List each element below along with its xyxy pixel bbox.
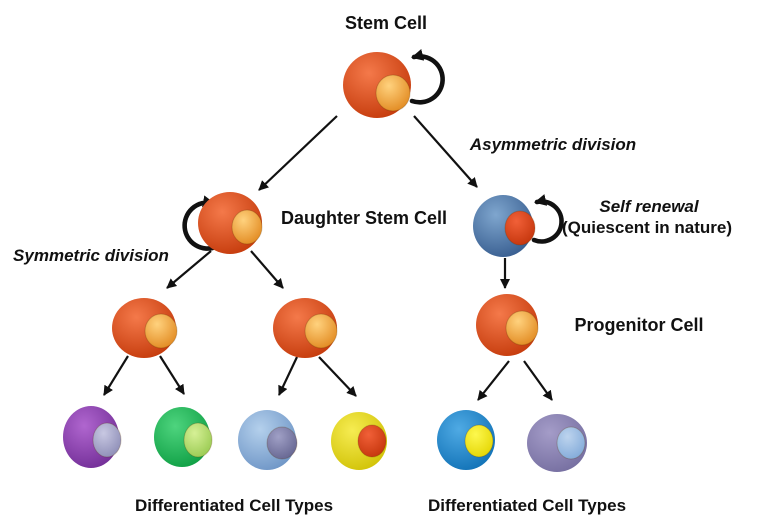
cells — [63, 52, 587, 472]
differentiated-lightblue-nucleus — [266, 426, 298, 460]
stem-cell — [343, 52, 411, 118]
arrow-right-to-yellow — [318, 356, 357, 397]
symmetric-daughter-left — [112, 298, 178, 358]
differentiated-green — [154, 407, 213, 467]
differentiated-yellow-nucleus — [357, 424, 387, 458]
progenitor-cell-nucleus — [505, 310, 539, 346]
arrow-daughter-to-right — [250, 250, 284, 289]
self-renewal-loop-stem-icon — [409, 48, 445, 105]
differentiated-lightblue — [238, 410, 298, 470]
arrow-progenitor-to-brightblue — [477, 360, 510, 401]
differentiated-purple — [63, 406, 122, 468]
arrow-right-to-lightblue — [278, 356, 298, 396]
symmetric-daughter-left-nucleus — [144, 313, 178, 349]
labels: Stem Cell Asymmetric division Daughter S… — [13, 13, 732, 515]
daughter-stem-cell-label: Daughter Stem Cell — [281, 208, 447, 228]
differentiated-slateblue-nucleus — [556, 426, 586, 460]
division-arrows — [103, 115, 553, 401]
progenitor-cell — [476, 294, 539, 356]
differentiated-slateblue — [527, 414, 587, 472]
arrow-stem-to-daughter — [258, 115, 338, 191]
self-renewal-label: Self renewal — [599, 197, 699, 216]
daughter-stem-cell-nucleus — [231, 209, 263, 245]
arrow-stem-to-quiescent — [413, 115, 478, 188]
arrow-left-to-green — [159, 355, 185, 395]
differentiated-cell-types-left-label: Differentiated Cell Types — [135, 496, 333, 515]
quiescent-label: (Quiescent in nature) — [562, 218, 732, 237]
stem-cell-label: Stem Cell — [345, 13, 427, 33]
progenitor-cell-label: Progenitor Cell — [574, 315, 703, 335]
quiescent-stem-cell — [473, 195, 536, 257]
asymmetric-division-label: Asymmetric division — [469, 135, 636, 154]
differentiated-cell-types-right-label: Differentiated Cell Types — [428, 496, 626, 515]
quiescent-stem-cell-nucleus — [504, 210, 536, 246]
stem-cell-nucleus — [375, 74, 411, 112]
differentiated-green-nucleus — [183, 422, 213, 458]
symmetric-daughter-right-nucleus — [304, 313, 338, 349]
arrow-left-to-purple — [103, 355, 129, 396]
self-renewal-loop-quiescent-icon — [531, 194, 564, 244]
self-renewal-loop-daughter-icon — [182, 195, 219, 251]
arrow-daughter-to-left — [166, 250, 212, 289]
symmetric-daughter-right — [273, 298, 338, 358]
self-renewal-arrows — [182, 48, 564, 251]
differentiated-purple-nucleus — [92, 422, 122, 458]
differentiated-brightblue-nucleus — [464, 424, 494, 458]
daughter-stem-cell — [198, 192, 263, 254]
differentiated-brightblue — [437, 410, 495, 470]
symmetric-division-label: Symmetric division — [13, 246, 169, 265]
arrow-progenitor-to-slateblue — [523, 360, 553, 401]
differentiated-yellow — [331, 412, 387, 470]
